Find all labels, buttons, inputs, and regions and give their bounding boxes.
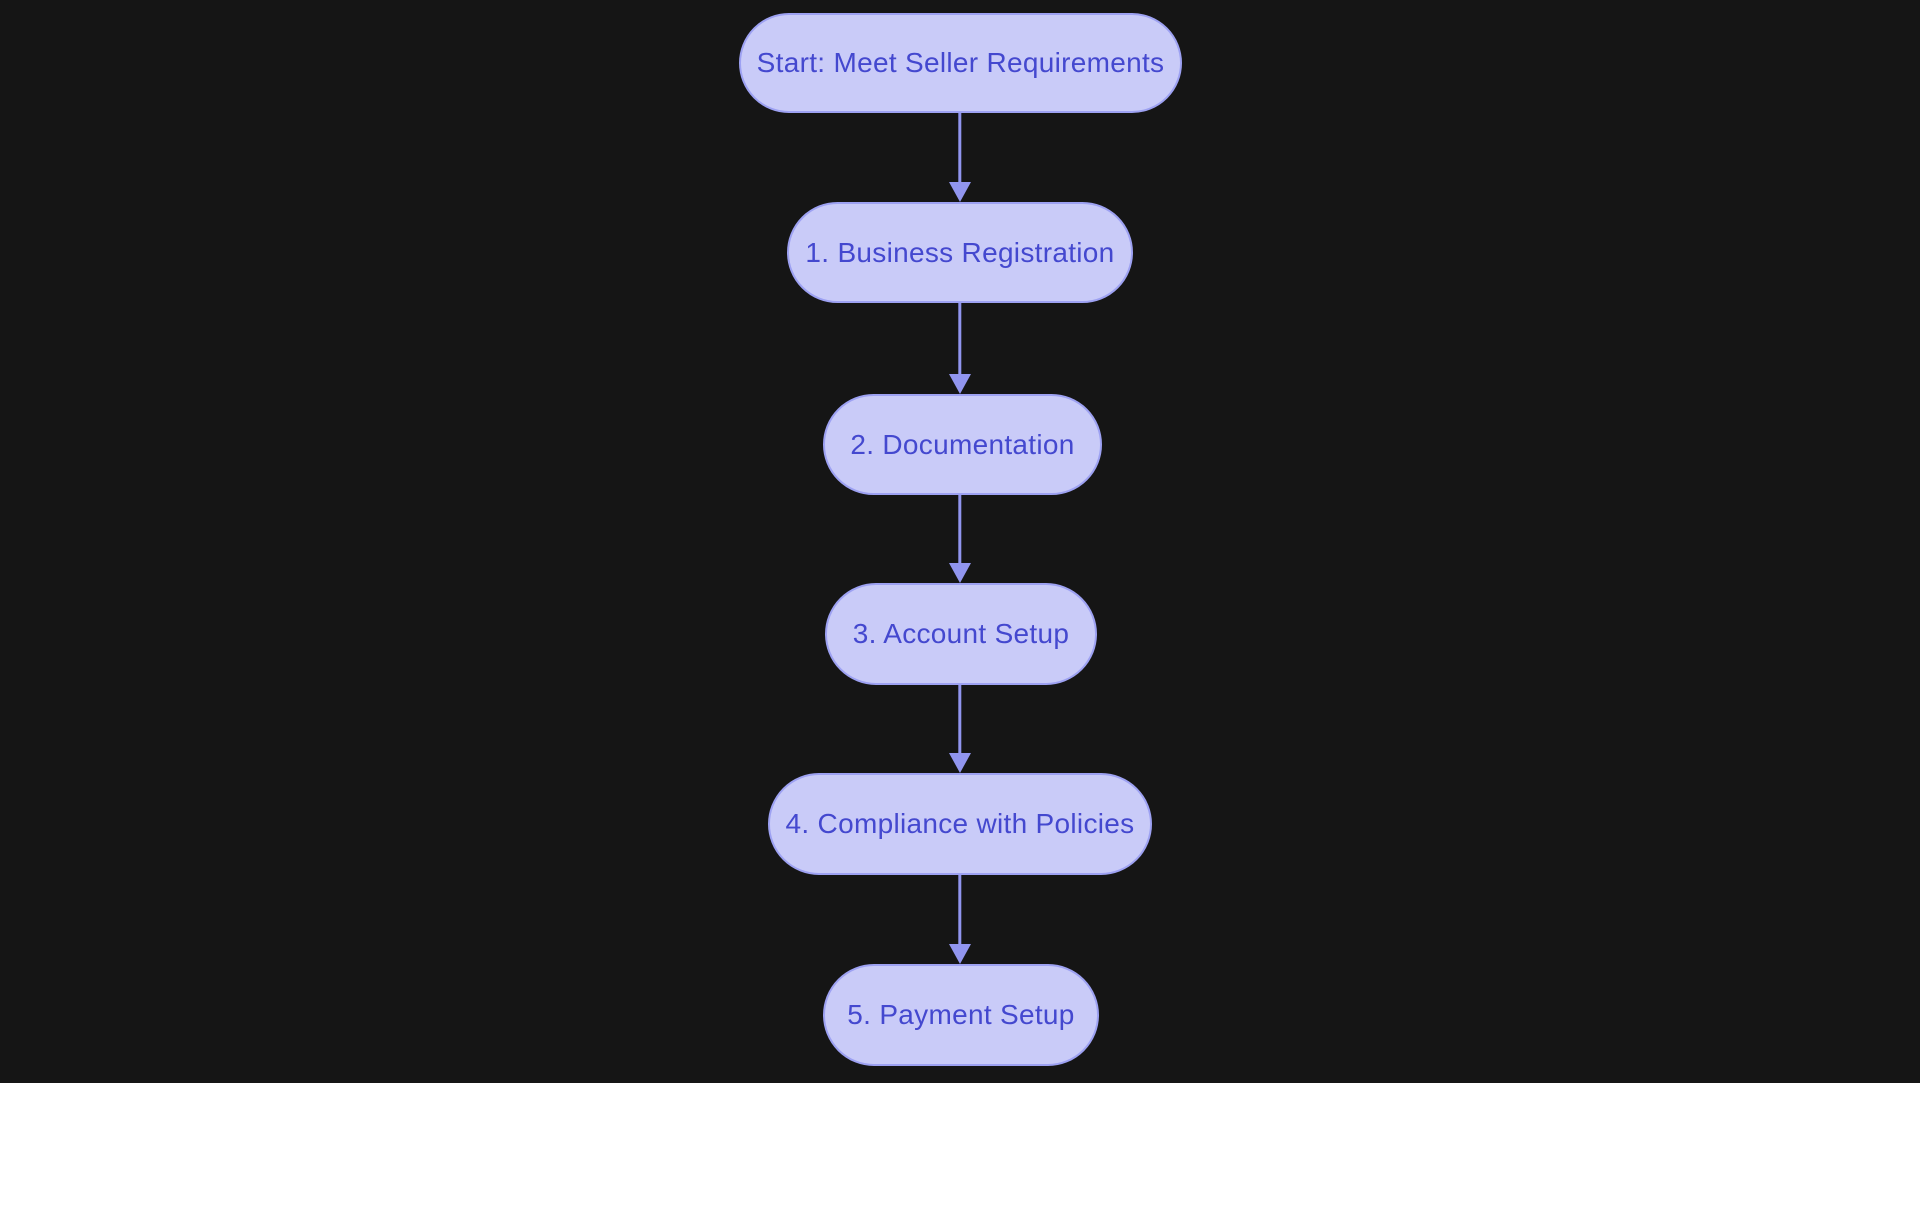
footer-band [0,1083,1920,1215]
node-documentation-label: 2. Documentation [850,428,1075,460]
edge-step2-to-step3 [948,495,972,583]
arrowhead-icon [949,182,971,202]
node-start: Start: Meet Seller Requirements [739,13,1182,113]
arrowhead-icon [949,563,971,583]
node-payment-setup: 5. Payment Setup [823,964,1099,1066]
node-compliance-with-policies-label: 4. Compliance with Policies [785,808,1135,839]
edge-line [958,495,962,570]
node-business-registration-label: 1. Business Registration [805,236,1115,268]
edge-start-to-step1 [948,113,972,202]
node-business-registration: 1. Business Registration [787,202,1133,303]
edge-line [958,875,962,951]
edge-line [958,303,962,381]
edge-line [958,685,962,760]
arrowhead-icon [949,374,971,394]
edge-line [958,113,962,189]
arrowhead-icon [949,944,971,964]
node-payment-setup-label: 5. Payment Setup [847,999,1075,1030]
flowchart-canvas: Start: Meet Seller Requirements 1. Busin… [0,0,1920,1083]
edge-step1-to-step2 [948,303,972,394]
arrowhead-icon [949,753,971,773]
node-documentation: 2. Documentation [823,394,1102,495]
edge-step3-to-step4 [948,685,972,773]
edge-step4-to-step5 [948,875,972,964]
node-account-setup-label: 3. Account Setup [852,618,1070,649]
node-account-setup: 3. Account Setup [825,583,1097,685]
node-start-label: Start: Meet Seller Requirements [756,47,1165,78]
node-compliance-with-policies: 4. Compliance with Policies [768,773,1152,875]
